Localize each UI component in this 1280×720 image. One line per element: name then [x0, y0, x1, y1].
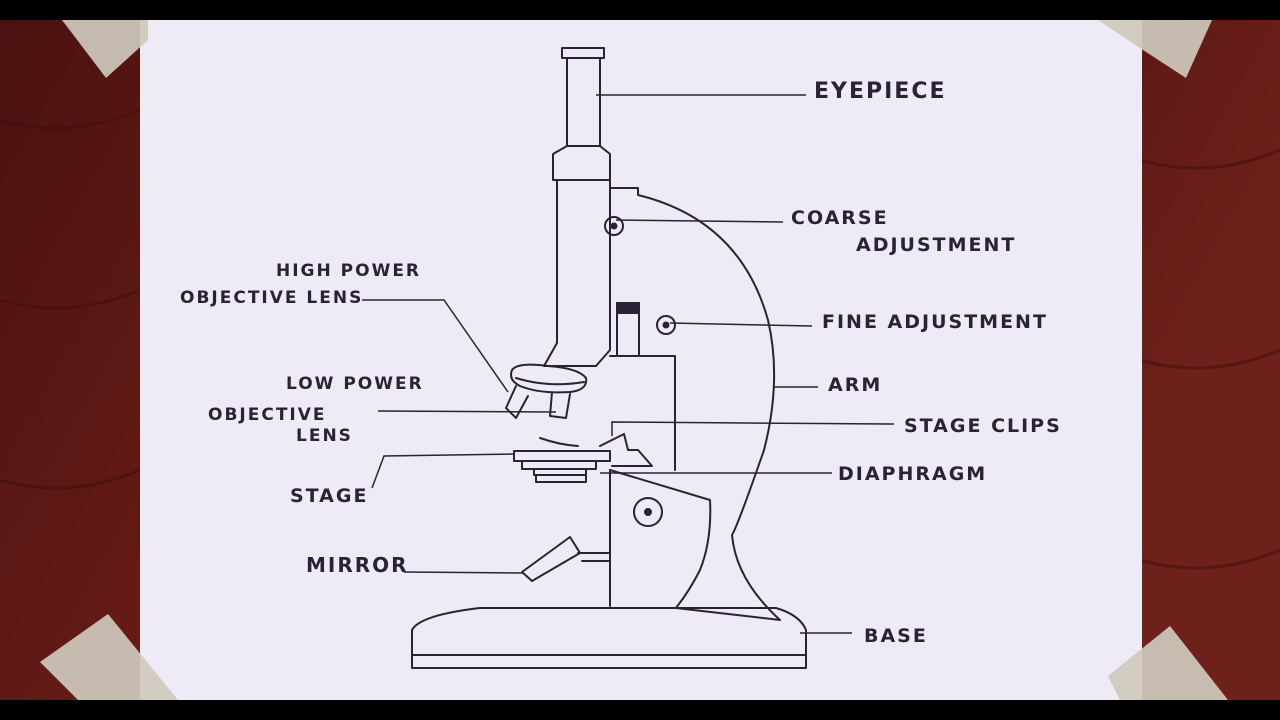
microscope-arm — [609, 187, 781, 621]
mirror-mount — [577, 552, 611, 562]
fine-knob — [656, 315, 676, 335]
inner-frame — [609, 355, 676, 471]
label-stage: STAGE — [290, 485, 369, 507]
leader-fine — [669, 322, 813, 327]
label-base: BASE — [864, 625, 928, 647]
nosepiece — [510, 363, 588, 394]
pillar-knob — [633, 497, 663, 527]
stage-clip — [599, 433, 653, 467]
label-coarse-line1: COARSE — [791, 207, 889, 229]
label-mirror: MIRROR — [306, 553, 409, 577]
coarse-knob — [604, 216, 624, 236]
microscope-drawing — [411, 47, 807, 669]
nosepiece-ring — [515, 377, 585, 386]
letterbox-bottom — [0, 700, 1280, 720]
label-low-power-line1: LOW POWER — [286, 374, 424, 394]
slide-edge — [539, 437, 579, 447]
letterbox-top — [0, 0, 1280, 20]
label-coarse-line2: ADJUSTMENT — [856, 234, 1017, 256]
tape-bottom-left — [40, 614, 178, 700]
fine-adjust-cap — [616, 302, 640, 314]
label-high-power-line1: HIGH POWER — [276, 261, 422, 281]
label-high-power-line2: OBJECTIVE LENS — [180, 288, 364, 308]
tape-top-left — [62, 20, 148, 78]
leader-high-power — [362, 299, 509, 393]
objective-low — [505, 385, 529, 419]
leader-low-power — [377, 410, 557, 413]
tape-top-right — [1098, 20, 1212, 78]
leader-mirror — [403, 571, 525, 574]
base-top — [411, 607, 807, 656]
tape-bottom-right — [1108, 626, 1228, 700]
label-low-power-line2: OBJECTIVE — [208, 405, 327, 425]
label-diaphragm: DIAPHRAGM — [838, 463, 988, 485]
label-eyepiece: EYEPIECE — [814, 79, 947, 104]
label-low-power-line3: LENS — [296, 426, 353, 446]
leader-stage-clips — [611, 421, 895, 436]
label-stage-clips: STAGE CLIPS — [904, 415, 1062, 437]
wood-grain — [0, 108, 1280, 570]
base-foot — [411, 654, 807, 669]
leader-lines — [362, 94, 895, 634]
leader-coarse — [615, 219, 784, 223]
paper-sheet — [140, 20, 1142, 700]
diaphragm-plate — [535, 474, 587, 483]
label-arm: ARM — [828, 374, 883, 396]
objective-high — [549, 391, 571, 419]
body-tube — [543, 179, 611, 367]
label-fine-adjustment: FINE ADJUSTMENT — [822, 311, 1048, 333]
leader-stage — [371, 453, 515, 489]
